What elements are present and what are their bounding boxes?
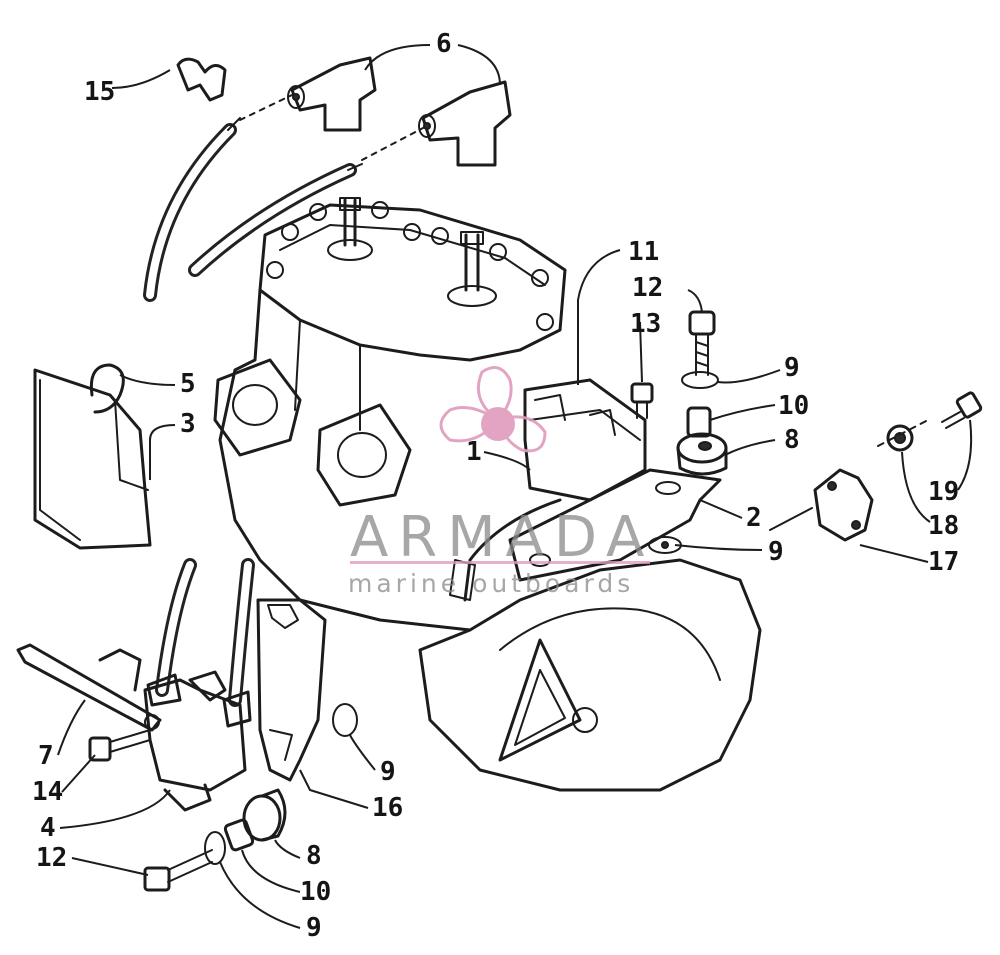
callout-16: 16 bbox=[372, 793, 403, 823]
spark-plug-wires bbox=[143, 117, 363, 302]
callout-8-bottom: 8 bbox=[306, 841, 322, 871]
callout-9-bottom: 9 bbox=[306, 913, 322, 943]
sleeve-right-10 bbox=[686, 406, 712, 438]
mounting-bracket-7 bbox=[16, 643, 162, 732]
grommet-right-8 bbox=[676, 432, 728, 476]
bolt-left-12 bbox=[143, 849, 213, 892]
grommet-bottom-8 bbox=[242, 788, 287, 842]
callout-13: 13 bbox=[630, 309, 661, 339]
callout-9-mid: 9 bbox=[768, 537, 784, 567]
washer-bottom-9 bbox=[204, 831, 226, 865]
callout-4: 4 bbox=[40, 813, 56, 843]
washer-18 bbox=[886, 424, 914, 452]
washer-right-9 bbox=[681, 371, 719, 389]
callout-9-right: 9 bbox=[784, 353, 800, 383]
callout-9-left: 9 bbox=[380, 757, 396, 787]
bolt-right-12 bbox=[688, 310, 716, 376]
watermark-brand: ARMADA bbox=[350, 505, 654, 570]
callout-labels: 15 6 5 3 1 11 12 13 9 10 8 2 9 19 18 17 … bbox=[32, 29, 959, 943]
retaining-clip bbox=[89, 363, 125, 414]
callout-17: 17 bbox=[928, 547, 959, 577]
mounting-plate-16 bbox=[256, 598, 327, 782]
callout-2: 2 bbox=[746, 503, 762, 533]
cover-plate bbox=[33, 368, 152, 550]
callout-7: 7 bbox=[38, 741, 54, 771]
ignition-coil-left bbox=[143, 670, 252, 812]
leader-lines bbox=[57, 44, 973, 929]
cover-plate-17 bbox=[813, 468, 874, 542]
coil-wires-left bbox=[155, 558, 255, 707]
callout-12-right: 12 bbox=[632, 273, 663, 303]
callout-8-right: 8 bbox=[784, 425, 800, 455]
callout-14: 14 bbox=[32, 777, 63, 807]
callout-12-left: 12 bbox=[36, 843, 67, 873]
watermark: ARMADA marine outboards bbox=[348, 366, 654, 598]
propeller-logo-icon bbox=[439, 366, 547, 453]
callout-19: 19 bbox=[928, 477, 959, 507]
callout-15: 15 bbox=[84, 77, 115, 107]
engine-block bbox=[213, 197, 762, 792]
bolt-13 bbox=[630, 382, 654, 419]
callout-3: 3 bbox=[180, 409, 196, 439]
bolt-14 bbox=[88, 729, 151, 762]
callout-6: 6 bbox=[436, 29, 452, 59]
callout-11: 11 bbox=[628, 237, 659, 267]
callout-5: 5 bbox=[180, 369, 196, 399]
spark-plug-cap-2 bbox=[418, 80, 512, 167]
callout-10-right: 10 bbox=[778, 391, 809, 421]
washer-left-9 bbox=[332, 703, 358, 737]
callout-10-bottom: 10 bbox=[300, 877, 331, 907]
spark-plug-cap-1 bbox=[287, 56, 377, 132]
mounting-bracket-2 bbox=[508, 468, 722, 582]
callout-18: 18 bbox=[928, 511, 959, 541]
watermark-tagline: marine outboards bbox=[348, 569, 634, 598]
wire-clip bbox=[176, 57, 227, 102]
callout-1: 1 bbox=[466, 437, 482, 467]
screw-19 bbox=[941, 391, 983, 429]
